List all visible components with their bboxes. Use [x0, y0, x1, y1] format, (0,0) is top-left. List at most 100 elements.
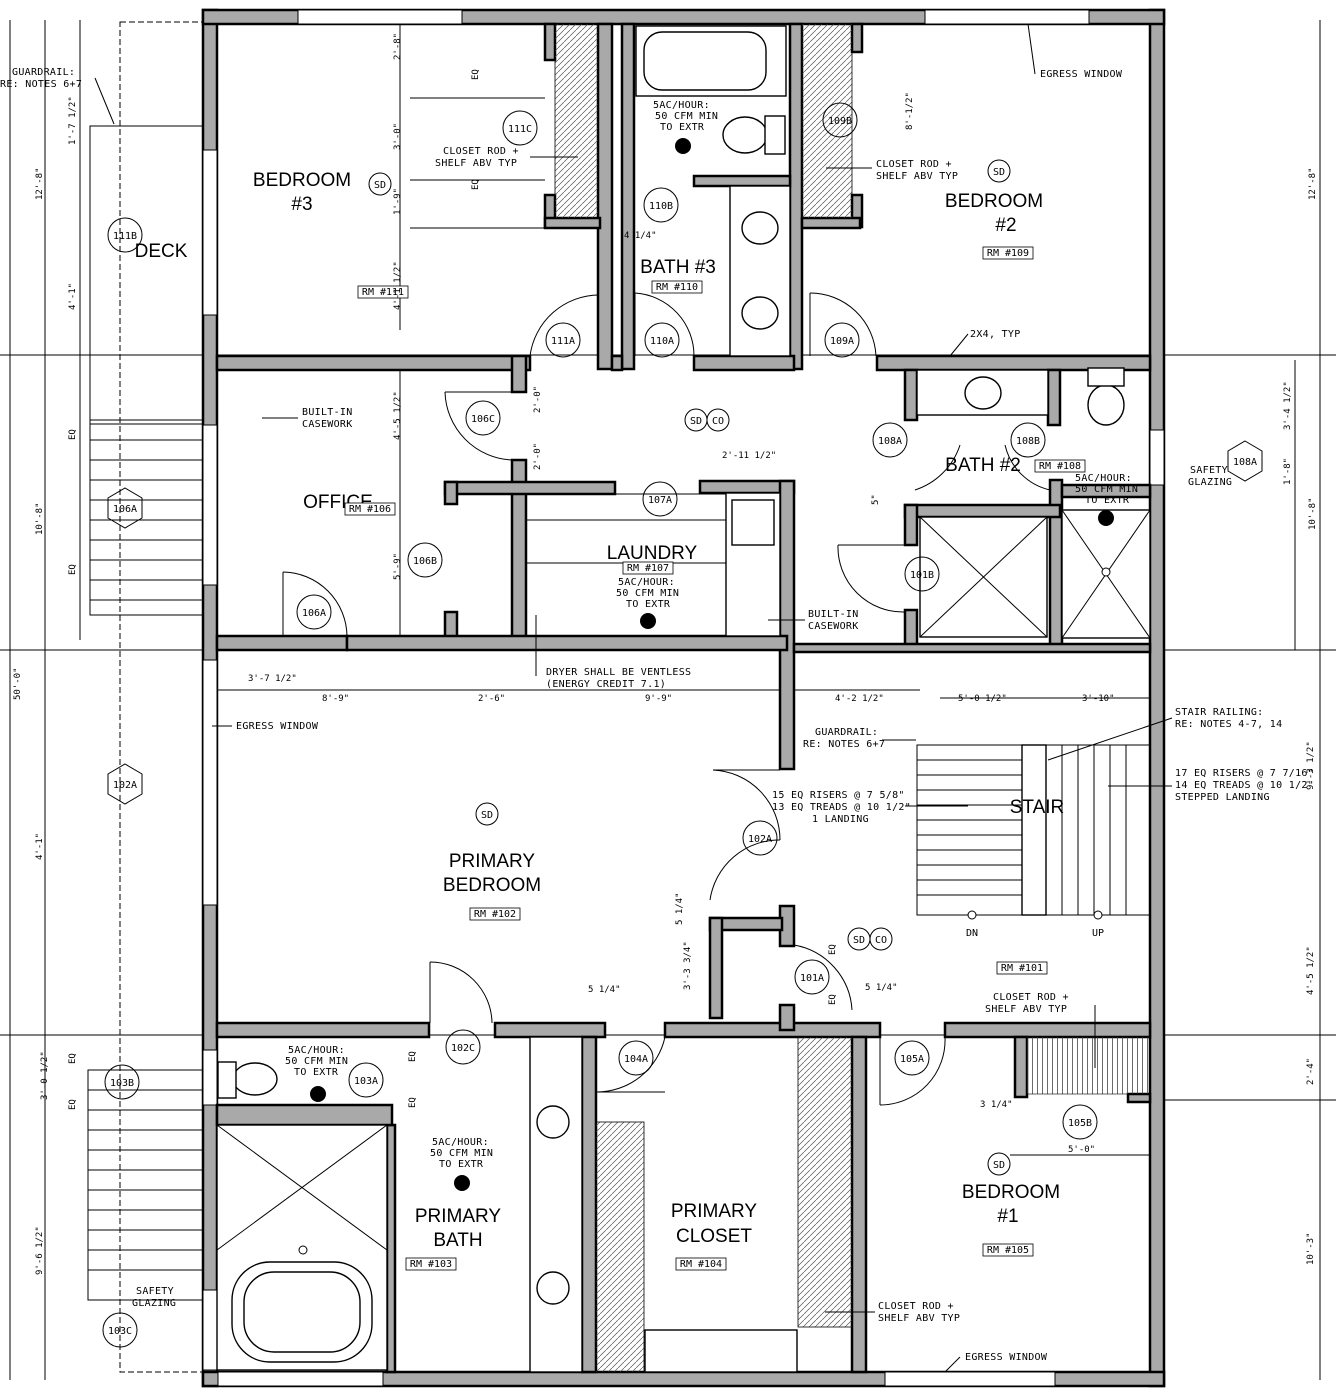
svg-text:RE: NOTES 6+7: RE: NOTES 6+7 [803, 739, 885, 750]
primary-closet-label: PRIMARY [671, 1201, 758, 1222]
svg-text:105B: 105B [1068, 1118, 1092, 1129]
bedroom1-label: BEDROOM [962, 1182, 1060, 1203]
bath3-rm: RM #110 [656, 282, 698, 293]
svg-text:50 CFM MIN: 50 CFM MIN [430, 1148, 493, 1159]
bath2-label: BATH #2 [945, 455, 1021, 476]
plumbing-fixtures [216, 25, 1151, 1373]
svg-text:103C: 103C [108, 1326, 132, 1337]
bedroom2-number: #2 [995, 215, 1016, 236]
svg-text:5 1/4": 5 1/4" [865, 983, 898, 993]
svg-text:SD: SD [993, 167, 1005, 178]
svg-text:BUILT-IN: BUILT-IN [808, 609, 859, 620]
laundry-rm: RM #107 [627, 563, 669, 574]
stair-up: UP [1092, 928, 1104, 939]
svg-text:2'-6": 2'-6" [478, 694, 505, 704]
svg-text:TO EXTR: TO EXTR [294, 1067, 339, 1078]
windows [202, 9, 1165, 1387]
svg-text:3'-3 3/4": 3'-3 3/4" [683, 941, 693, 990]
svg-text:104A: 104A [624, 1054, 648, 1065]
svg-text:9'-6 1/2": 9'-6 1/2" [35, 1226, 45, 1275]
stair-rm: RM #101 [1001, 963, 1043, 974]
svg-text:EQ: EQ [408, 1051, 418, 1062]
svg-text:CO: CO [712, 416, 724, 427]
svg-text:5AC/HOUR:: 5AC/HOUR: [288, 1045, 345, 1056]
svg-text:3 1/4": 3 1/4" [980, 1100, 1013, 1110]
svg-text:5AC/HOUR:: 5AC/HOUR: [1075, 473, 1132, 484]
svg-text:EQ: EQ [68, 564, 78, 575]
svg-text:STEPPED LANDING: STEPPED LANDING [1175, 792, 1270, 803]
svg-text:BUILT-IN: BUILT-IN [302, 407, 353, 418]
svg-text:SD: SD [853, 935, 865, 946]
svg-text:GUARDRAIL:: GUARDRAIL: [12, 67, 75, 78]
svg-text:GUARDRAIL:: GUARDRAIL: [815, 727, 878, 738]
svg-text:102A: 102A [748, 834, 772, 845]
svg-text:17 EQ RISERS @ 7 7/16": 17 EQ RISERS @ 7 7/16" [1175, 768, 1314, 779]
svg-text:50 CFM MIN: 50 CFM MIN [1075, 484, 1138, 495]
svg-text:106A: 106A [113, 504, 137, 515]
svg-text:EQ: EQ [408, 1097, 418, 1108]
svg-text:109A: 109A [830, 336, 854, 347]
bath3-label: BATH #3 [640, 257, 716, 278]
stair-dn: DN [966, 928, 978, 939]
svg-text:1'-7 1/2": 1'-7 1/2" [68, 96, 78, 145]
bath2-rm: RM #108 [1039, 461, 1081, 472]
svg-text:EQ: EQ [828, 944, 838, 955]
svg-text:EQ: EQ [68, 429, 78, 440]
stair-label: STAIR [1010, 797, 1065, 818]
svg-text:CLOSET ROD +: CLOSET ROD + [876, 159, 952, 170]
bedroom1-rm: RM #105 [987, 1245, 1029, 1256]
svg-text:111C: 111C [508, 124, 532, 135]
svg-text:CASEWORK: CASEWORK [302, 419, 353, 430]
svg-text:CLOSET ROD +: CLOSET ROD + [443, 146, 519, 157]
svg-text:3'-0": 3'-0" [393, 123, 403, 150]
primary-bath-label-2: BATH [433, 1230, 482, 1251]
svg-text:4'-5 1/2": 4'-5 1/2" [393, 391, 403, 440]
svg-text:106C: 106C [471, 414, 495, 425]
svg-text:103B: 103B [110, 1078, 134, 1089]
svg-text:109B: 109B [828, 116, 852, 127]
primary-bath-label: PRIMARY [415, 1206, 502, 1227]
bedroom2-label: BEDROOM [945, 191, 1043, 212]
svg-text:5AC/HOUR:: 5AC/HOUR: [653, 100, 710, 111]
svg-text:1'-8": 1'-8" [1283, 458, 1293, 485]
svg-text:SD: SD [481, 810, 493, 821]
svg-text:2'-4": 2'-4" [1306, 1058, 1316, 1085]
svg-text:110B: 110B [649, 201, 673, 212]
svg-text:EQ: EQ [68, 1099, 78, 1110]
svg-text:RE: NOTES 6+7: RE: NOTES 6+7 [0, 79, 82, 90]
office-rm: RM #106 [349, 504, 391, 515]
room-labels: BEDROOM #3 RM #111 BATH #3 RM #110 BEDRO… [135, 170, 1104, 1271]
svg-text:SHELF ABV TYP: SHELF ABV TYP [985, 1004, 1067, 1015]
svg-text:10'-3": 10'-3" [1306, 1232, 1316, 1265]
svg-text:14 EQ TREADS @ 10 1/2": 14 EQ TREADS @ 10 1/2" [1175, 780, 1314, 791]
svg-text:GLAZING: GLAZING [1188, 477, 1232, 488]
svg-text:106B: 106B [413, 556, 437, 567]
interior-walls [215, 22, 1152, 1374]
svg-text:SHELF ABV TYP: SHELF ABV TYP [878, 1313, 960, 1324]
svg-text:5'-0": 5'-0" [1068, 1145, 1095, 1155]
svg-text:STAIR RAILING:: STAIR RAILING: [1175, 707, 1264, 718]
bedroom3-label: BEDROOM [253, 170, 351, 191]
svg-text:108A: 108A [1233, 457, 1257, 468]
svg-text:EQ: EQ [68, 1053, 78, 1064]
svg-text:106A: 106A [302, 608, 326, 619]
primary-bath-rm: RM #103 [410, 1259, 452, 1270]
bedroom3-rm: RM #111 [362, 287, 404, 298]
svg-text:4'-1": 4'-1" [68, 283, 78, 310]
primary-bedroom-label-2: BEDROOM [443, 875, 541, 896]
deck-area [87, 21, 209, 1373]
svg-text:SHELF ABV TYP: SHELF ABV TYP [876, 171, 958, 182]
svg-text:SD: SD [374, 180, 386, 191]
svg-text:SD: SD [690, 416, 702, 427]
svg-text:107A: 107A [648, 495, 672, 506]
svg-text:EGRESS WINDOW: EGRESS WINDOW [1040, 69, 1123, 80]
svg-text:108A: 108A [878, 436, 902, 447]
svg-text:1 LANDING: 1 LANDING [812, 814, 869, 825]
svg-text:13 EQ TREADS @ 10 1/2": 13 EQ TREADS @ 10 1/2" [772, 802, 911, 813]
bedroom1-number: #1 [997, 1206, 1018, 1227]
svg-text:4'-2 1/2": 4'-2 1/2" [835, 694, 884, 704]
svg-text:TO EXTR: TO EXTR [439, 1159, 484, 1170]
svg-text:111B: 111B [113, 231, 137, 242]
bedroom3-number: #3 [291, 194, 312, 215]
svg-text:SHELF ABV TYP: SHELF ABV TYP [435, 158, 517, 169]
